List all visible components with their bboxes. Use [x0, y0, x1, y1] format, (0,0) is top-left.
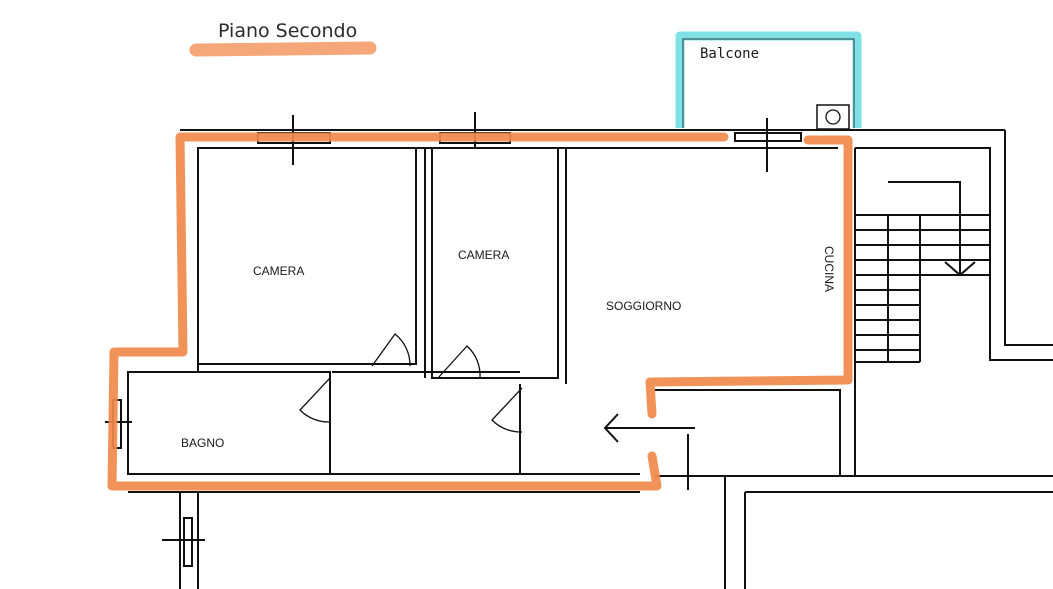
- door-camera-1: [371, 333, 411, 367]
- room-label-camera-1: CAMERA: [253, 264, 305, 278]
- room-label-cucina: CUCINA: [822, 245, 837, 293]
- room-label-bagno: BAGNO: [181, 436, 225, 450]
- door-bagno: [299, 377, 331, 423]
- door-camera-2: [437, 345, 481, 379]
- room-label-balcone: Balcone: [700, 46, 760, 62]
- room-label-camera-2: CAMERA: [458, 248, 510, 262]
- highlighted-walls: [107, 132, 853, 491]
- walls: [105, 112, 1053, 589]
- plan-title: Piano Secondo: [218, 20, 358, 42]
- balcony: [675, 31, 862, 130]
- room-label-soggiorno: SOGGIORNO: [606, 299, 682, 313]
- title-underline: [189, 41, 377, 57]
- doors: [299, 333, 523, 433]
- door-corridor: [491, 387, 523, 433]
